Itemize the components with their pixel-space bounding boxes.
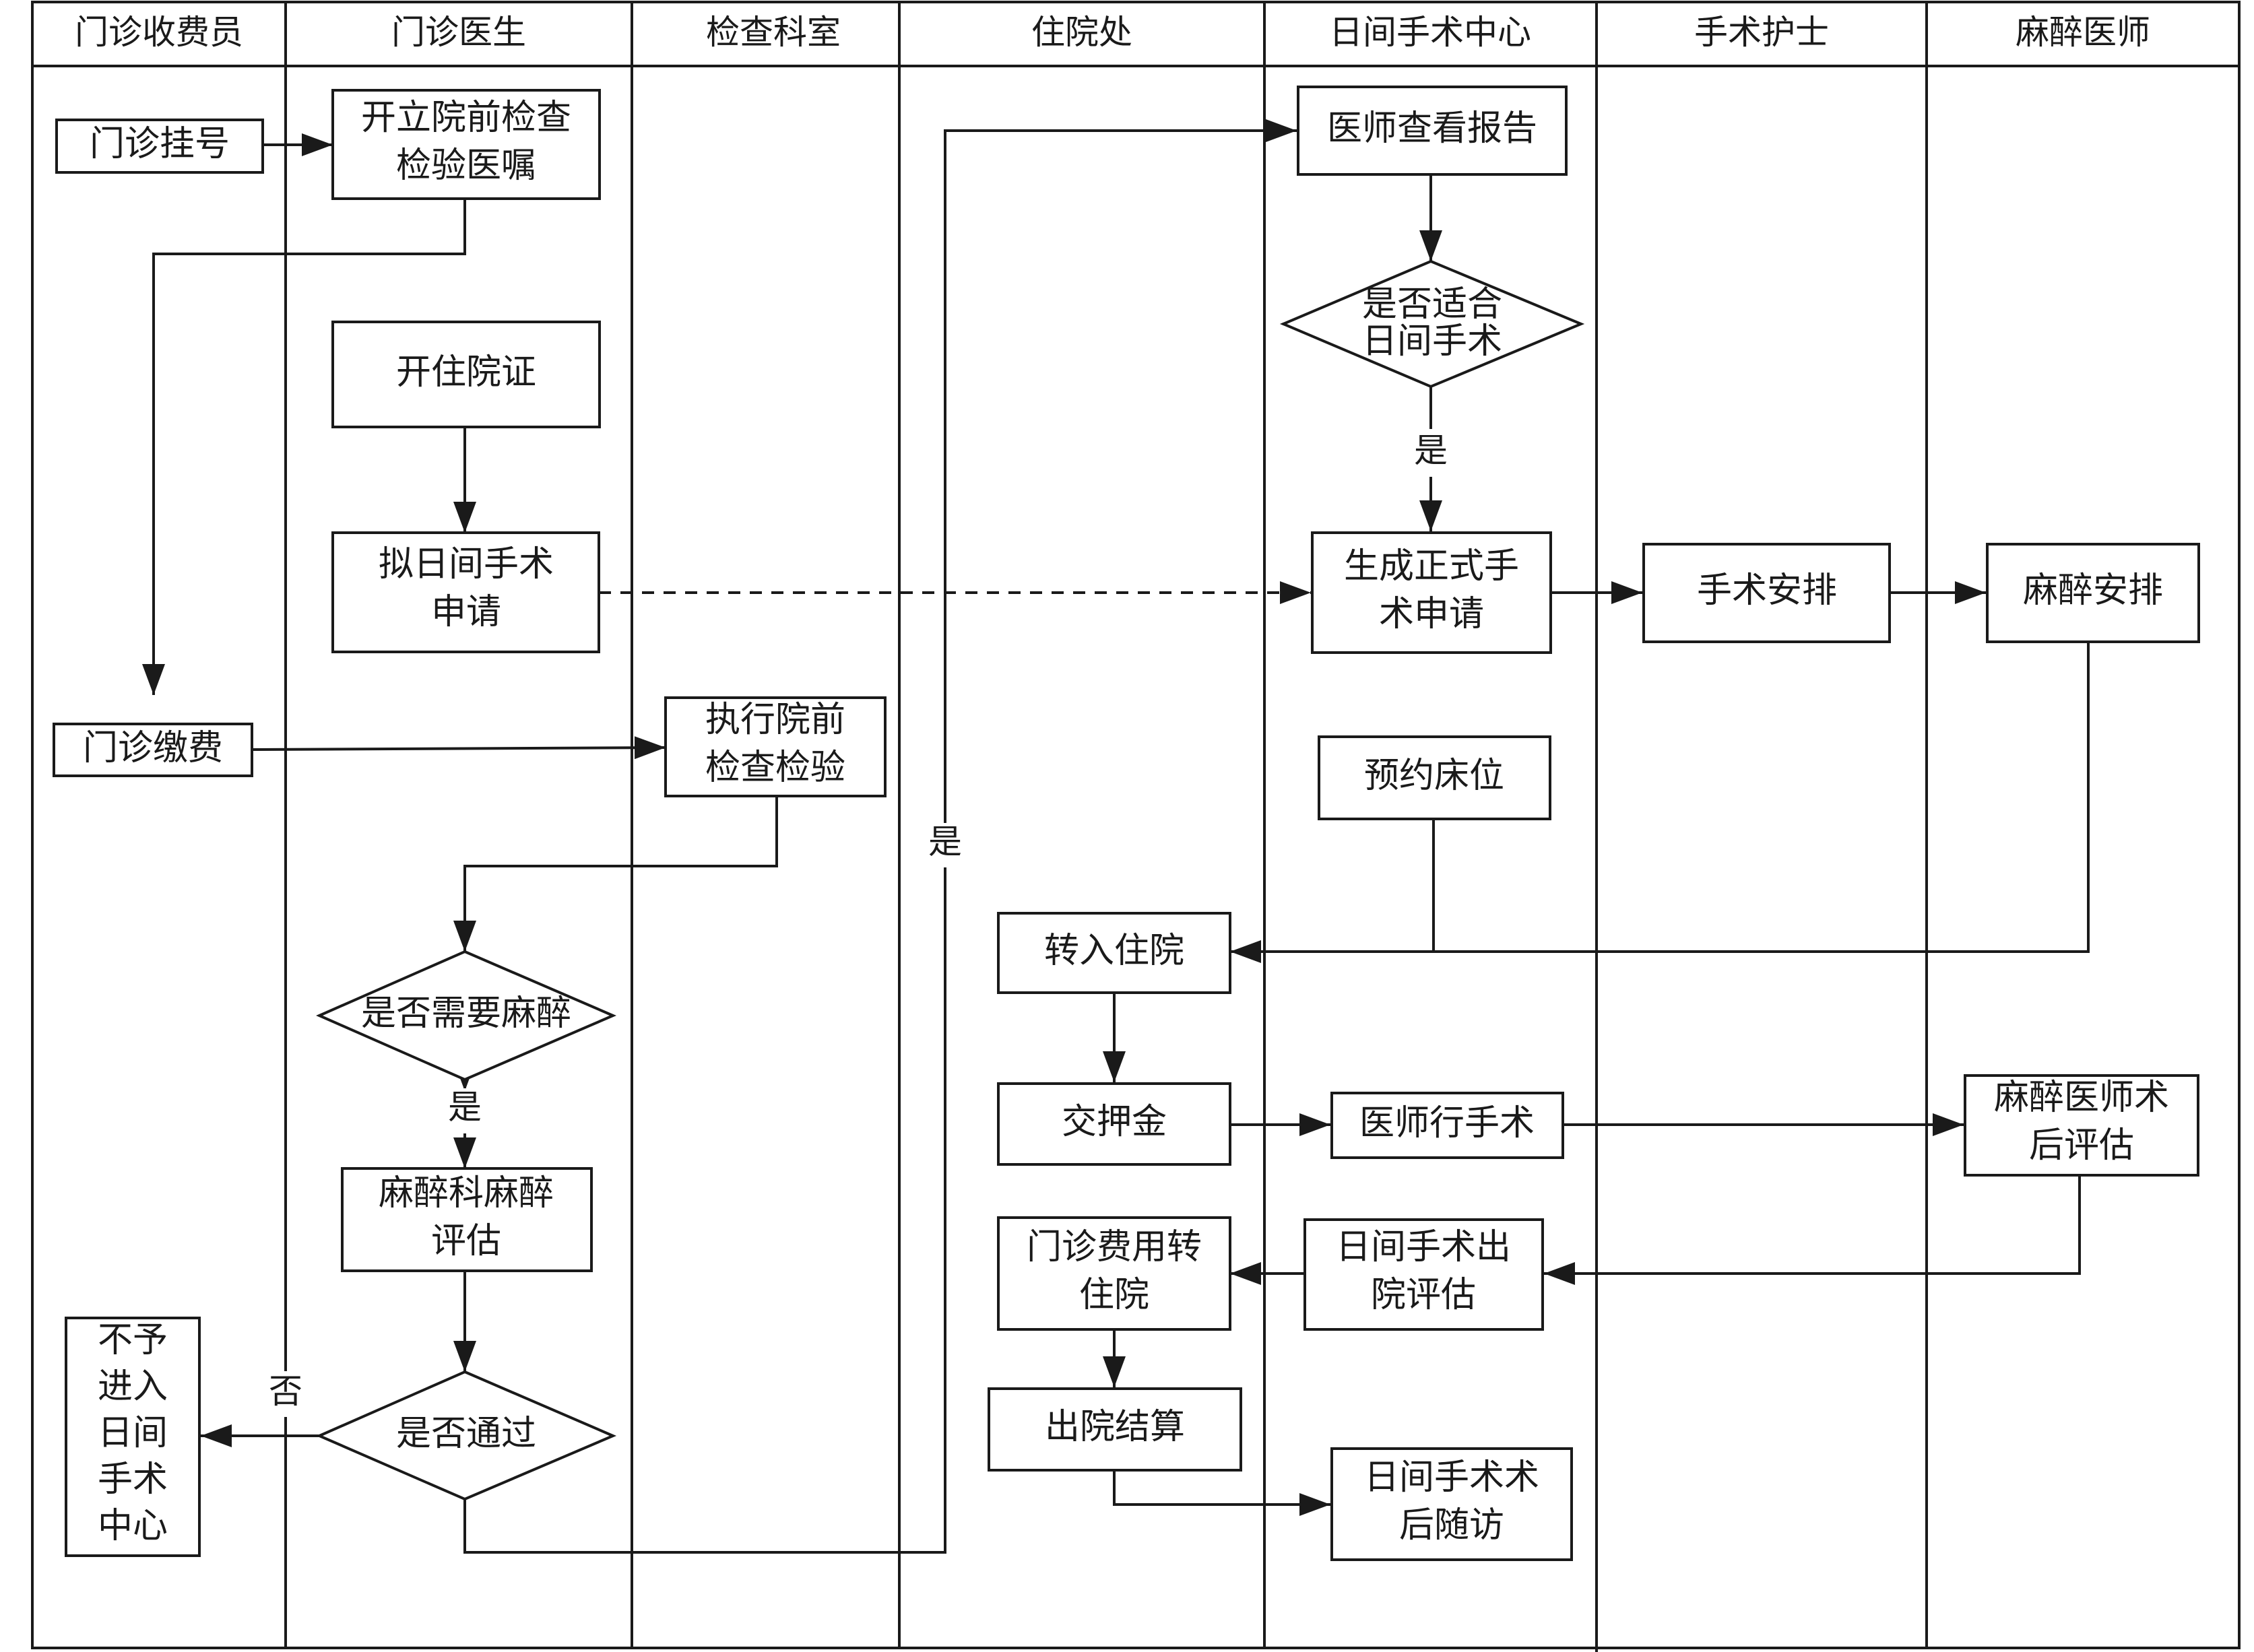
node-perform-surgery-label: 医师行手术 — [1359, 1103, 1535, 1144]
node-followup-label: 日间手术术后随访 — [1364, 1457, 1539, 1546]
lane-header-cashier: 门诊收费员 — [75, 13, 243, 52]
edge-postop-to-discharge-eval — [1544, 1175, 2081, 1285]
node-anesthesia-eval: 麻醉科麻醉评估 — [341, 1167, 593, 1272]
node-payment-label: 门诊缴费 — [83, 728, 223, 768]
node-discharge-eval-label: 日间手术出院评估 — [1336, 1227, 1511, 1315]
node-settlement: 出院结算 — [988, 1387, 1242, 1472]
node-pre-exam-label: 执行院前检查检验 — [705, 700, 845, 788]
node-pre-exam: 执行院前检查检验 — [664, 696, 887, 797]
node-draft-application: 拟日间手术申请 — [331, 531, 600, 653]
node-deposit: 交押金 — [997, 1082, 1231, 1166]
node-postop-anesth-eval: 麻醉医师术后评估 — [1964, 1074, 2199, 1177]
lane-header-doctor: 门诊医生 — [391, 13, 526, 52]
node-formal-application-label: 生成正式手术申请 — [1344, 546, 1519, 634]
node-passed: 是否通过 — [316, 1370, 617, 1501]
node-transfer-fees-label: 门诊费用转住院 — [1027, 1227, 1202, 1315]
edge-passed-yes-to-review — [463, 119, 1297, 1554]
node-review-report-label: 医师查看报告 — [1327, 108, 1537, 149]
node-deposit-label: 交押金 — [1062, 1102, 1167, 1142]
lane-headers: 门诊收费员 门诊医生 检查科室 住院处 日间手术中心 手术护士 麻醉医师 — [75, 13, 2150, 52]
node-anesthesia-eval-label: 麻醉科麻醉评估 — [379, 1173, 554, 1261]
node-admission-cert: 开住院证 — [331, 321, 601, 428]
node-passed-label: 是否通过 — [396, 1414, 536, 1454]
edge-order-to-payment — [142, 199, 466, 695]
edge-payment-to-exam — [251, 736, 666, 760]
edge-exam-to-need-anesthesia — [453, 796, 778, 952]
node-admit: 转入住院 — [997, 912, 1231, 994]
node-admission-cert-label: 开住院证 — [396, 352, 536, 393]
node-settlement-label: 出院结算 — [1045, 1407, 1185, 1447]
edge-labels: 是 是 是 否 — [267, 431, 1449, 1417]
node-postop-anesth-eval-label: 麻醉医师术后评估 — [1994, 1078, 2169, 1166]
node-perform-surgery: 医师行手术 — [1330, 1092, 1564, 1159]
edge-anesth-to-admit — [1230, 642, 2090, 963]
connectors — [142, 119, 2090, 1554]
lane-header-anesth: 麻醉医师 — [2016, 13, 2150, 52]
edge-label-passed-no: 否 — [269, 1372, 302, 1411]
node-formal-application: 生成正式手术申请 — [1311, 531, 1552, 654]
node-pre-exam-order: 开立院前检查检验医嘱 — [331, 89, 601, 200]
node-followup: 日间手术术后随访 — [1330, 1447, 1573, 1561]
edge-settlement-to-followup — [1113, 1470, 1330, 1516]
nodes: 门诊挂号 开立院前检查检验医嘱 开住院证 拟日间手术申请 门诊缴费 执行院前检查… — [53, 86, 2200, 1561]
node-registration-label: 门诊挂号 — [90, 124, 230, 164]
node-registration: 门诊挂号 — [55, 119, 264, 174]
node-reject: 不予进入日间手术中心 — [65, 1317, 201, 1557]
edge-label-suitable-yes: 是 — [1414, 431, 1448, 470]
node-payment: 门诊缴费 — [53, 723, 253, 777]
node-surgery-schedule-label: 手术安排 — [1697, 570, 1837, 611]
node-suitable-label: 是否适合日间手术 — [1362, 284, 1502, 362]
node-draft-application-label: 拟日间手术申请 — [379, 544, 554, 632]
node-transfer-fees: 门诊费用转住院 — [997, 1216, 1231, 1331]
lane-header-inpatient: 住院处 — [1031, 13, 1132, 52]
node-anesthesia-schedule: 麻醉安排 — [1986, 543, 2200, 643]
node-pre-exam-order-label: 开立院前检查检验医嘱 — [361, 98, 571, 186]
node-review-report: 医师查看报告 — [1297, 86, 1568, 176]
edge-label-passed-yes: 是 — [928, 822, 962, 861]
lane-header-exam: 检查科室 — [706, 13, 841, 52]
lane-header-nurse: 手术护士 — [1694, 13, 1829, 52]
node-book-bed: 预约床位 — [1318, 735, 1551, 820]
node-book-bed-label: 预约床位 — [1364, 756, 1504, 796]
node-surgery-schedule: 手术安排 — [1642, 543, 1891, 643]
node-discharge-eval: 日间手术出院评估 — [1303, 1218, 1544, 1331]
node-admit-label: 转入住院 — [1044, 931, 1184, 971]
node-need-anesthesia-label: 是否需要麻醉 — [361, 993, 571, 1034]
node-reject-label: 不予进入日间手术中心 — [98, 1320, 168, 1546]
edge-label-need-anesthesia-yes: 是 — [448, 1088, 482, 1127]
node-anesthesia-schedule-label: 麻醉安排 — [2023, 570, 2163, 611]
node-suitable: 是否适合日间手术 — [1279, 259, 1585, 389]
lane-header-daysurgery: 日间手术中心 — [1329, 13, 1531, 52]
node-need-anesthesia: 是否需要麻醉 — [316, 950, 617, 1082]
